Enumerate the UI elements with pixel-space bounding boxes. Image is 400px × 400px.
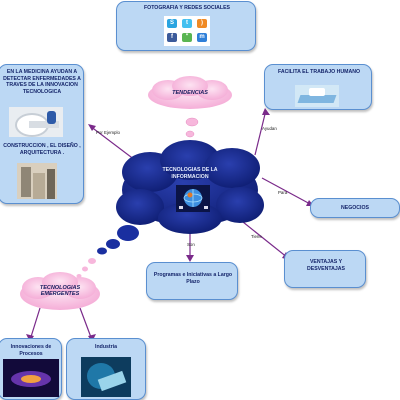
connector-label-tiene: Tiene — [251, 234, 262, 239]
node-negocios-label: NEGOCIOS — [341, 205, 369, 211]
connector-label-para: Para — [278, 190, 288, 195]
process-image — [3, 359, 59, 397]
facebook-icon: f — [167, 33, 177, 42]
node-innovaciones[interactable]: Innovaciones de Procesos — [0, 338, 62, 400]
node-medicina[interactable]: EN LA MEDICINA AYUDAN A DETECTAR ENFERME… — [0, 64, 84, 204]
connector-label-ayudan: Ayudan — [262, 126, 277, 131]
node-industria-label: Industria — [95, 344, 117, 350]
node-ventajas[interactable]: VENTAJAS Y DESVENTAJAS — [284, 250, 366, 288]
node-innovaciones-label: Innovaciones de Procesos — [10, 344, 52, 357]
medical-scanner-image — [9, 107, 63, 137]
technology-image — [295, 85, 339, 107]
connector-label-por-ejemplo: Por Ejemplo — [96, 130, 120, 135]
skype-icon: S — [167, 19, 177, 28]
architecture-image — [17, 163, 57, 199]
node-programas[interactable]: Programas e Iniciativas a Largo Plazo — [146, 262, 238, 300]
emergentes-label: TECNOLOGIAS EMERGENTES — [39, 285, 81, 297]
thought-bubbles-bottom — [97, 225, 139, 255]
node-industria[interactable]: Industria — [66, 338, 146, 400]
twitter-icon: t — [182, 19, 192, 28]
node-facilita-label: FACILITA EL TRABAJO HUMANO — [277, 69, 361, 75]
industry-image — [81, 357, 131, 397]
connector-label-son: Son — [187, 242, 195, 247]
node-medicina-label: EN LA MEDICINA AYUDAN A DETECTAR ENFERME… — [3, 69, 81, 95]
rss-icon: ) — [197, 19, 207, 28]
node-ventajas-label: VENTAJAS Y DESVENTAJAS — [307, 259, 345, 272]
tendencias-label: TENDENCIAS — [172, 90, 208, 96]
node-programas-label: Programas e Iniciativas a Largo Plazo — [153, 272, 233, 285]
thought-bubbles-pink-lower — [76, 258, 96, 278]
connector-lines — [29, 109, 313, 341]
messenger-icon: m — [197, 33, 207, 42]
center-title: TECNOLOGIAS DE LA INFORMACION — [162, 167, 218, 180]
chat-icon: " — [182, 33, 192, 42]
globe-icon — [176, 185, 210, 212]
node-negocios[interactable]: NEGOCIOS — [310, 198, 400, 218]
node-fotografia[interactable]: FOTOGRAFIA Y REDES SOCIALES S t ) f " m — [116, 1, 256, 51]
node-fotografia-label: FOTOGRAFIA Y REDES SOCIALES — [144, 5, 230, 11]
node-construccion-label: CONSTRUCCION , EL DISEÑO , ARQUITECTURA … — [3, 143, 81, 156]
social-icons-panel: S t ) f " m — [164, 16, 210, 46]
emergentes-cloud[interactable] — [20, 272, 100, 310]
tendencias-cloud[interactable] — [148, 76, 232, 109]
node-facilita[interactable]: FACILITA EL TRABAJO HUMANO — [264, 64, 372, 110]
